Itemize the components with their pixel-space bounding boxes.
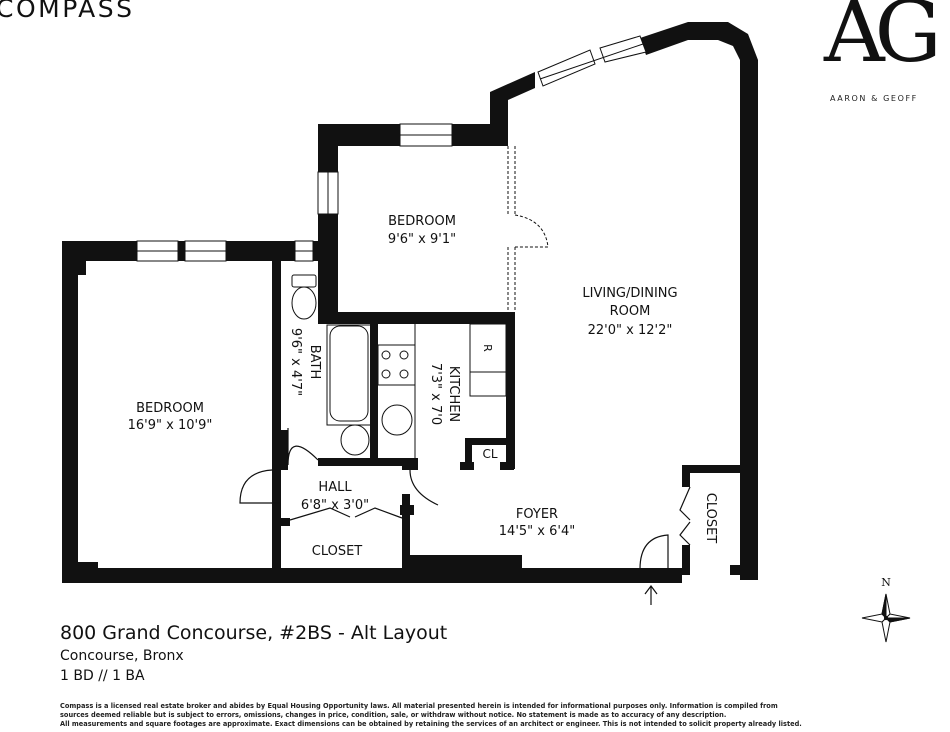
listing-neighborhood: Concourse, Bronx <box>60 648 184 664</box>
stove-icon <box>377 344 416 386</box>
team-name: AARON & GEOFF <box>830 94 918 103</box>
team-logo: AG AARON & GEOFF <box>820 0 950 110</box>
windows <box>136 35 647 262</box>
room-label-foyer: FOYER <box>516 507 558 522</box>
room-label-kitchen: KITCHEN <box>446 366 461 422</box>
room-dims-bedroom-2: 9'6" x 9'1" <box>388 232 456 247</box>
room-dims-hall: 6'8" x 3'0" <box>301 498 369 513</box>
room-label-kitchen-closet: CL <box>482 447 497 461</box>
room-label-foyer-closet: CLOSET <box>703 493 718 544</box>
legal-disclaimer: Compass is a licensed real estate broker… <box>60 702 940 729</box>
room-dims-bath: 9'6" x 4'7" <box>288 328 303 396</box>
bathtub-icon <box>329 325 369 422</box>
kitchen-sink-icon <box>381 404 413 436</box>
refrigerator-icon <box>469 323 507 397</box>
room-dims-foyer: 14'5" x 6'4" <box>499 524 575 539</box>
dashed-partition <box>507 146 549 312</box>
room-label-bedroom-2: BEDROOM <box>388 214 456 229</box>
room-dims-bedroom-1: 16'9" x 10'9" <box>128 418 213 433</box>
room-label-hall: HALL <box>318 480 352 495</box>
disclaimer-line: All measurements and square footages are… <box>60 720 802 728</box>
walls <box>62 22 758 583</box>
room-label-hall-closet: CLOSET <box>312 544 363 559</box>
toilet-bowl-icon <box>291 286 317 320</box>
disclaimer-line: sources deemed reliable but is subject t… <box>60 711 727 719</box>
listing-beds-baths: 1 BD // 1 BA <box>60 668 145 684</box>
room-label-bedroom-1: BEDROOM <box>136 401 204 416</box>
listing-title: 800 Grand Concourse, #2BS - Alt Layout <box>60 622 448 644</box>
entry-arrow-icon <box>644 585 658 605</box>
fixtures <box>291 274 507 462</box>
toilet-tank <box>291 274 317 288</box>
listing-info: 800 Grand Concourse, #2BS - Alt Layout C… <box>60 622 447 684</box>
compass-star-icon <box>861 593 911 643</box>
disclaimer-line: Compass is a licensed real estate broker… <box>60 702 778 710</box>
room-labels: BEDROOM 16'9" x 10'9" BEDROOM 9'6" x 9'1… <box>128 214 718 559</box>
room-label-living-2: ROOM <box>610 304 651 319</box>
compass-rose: N <box>848 568 928 668</box>
refrigerator-label: R <box>481 344 494 352</box>
room-label-living: LIVING/DINING <box>582 286 677 301</box>
doors <box>239 428 691 570</box>
compass-logo: COMPASS <box>0 0 135 23</box>
room-label-bath: BATH <box>307 345 322 380</box>
north-label: N <box>881 576 891 589</box>
room-dims-living: 22'0" x 12'2" <box>588 323 673 338</box>
floor-plan: BEDROOM 16'9" x 10'9" BEDROOM 9'6" x 9'1… <box>62 22 758 605</box>
bath-sink-icon <box>340 424 370 456</box>
room-dims-kitchen: 7'3" x 7'0 <box>428 363 443 425</box>
team-monogram: AG <box>824 0 942 81</box>
